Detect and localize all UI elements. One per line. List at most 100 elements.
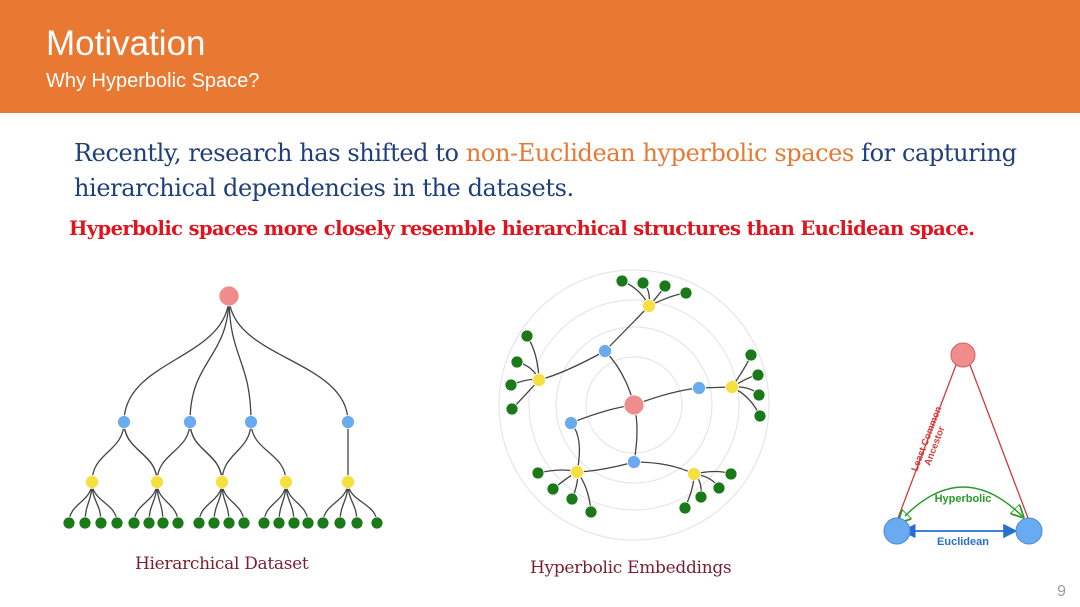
leaf-node [78, 516, 92, 530]
leaf-node [316, 516, 330, 530]
embedded-level2-node [725, 380, 739, 394]
leaf-node [142, 516, 156, 530]
lca-edge-right [969, 364, 1029, 519]
leaf-node [156, 516, 170, 530]
slide-subtitle: Why Hyperbolic Space? [46, 70, 260, 92]
embedded-level1-node [692, 381, 706, 395]
embedded-level1-node [598, 344, 612, 358]
intro-paragraph: Recently, research has shifted to non-Eu… [74, 136, 1034, 206]
embedded-level1-node [627, 455, 641, 469]
embedded-leaf-node [678, 501, 692, 515]
lca-label: Least CommonAncestor [910, 405, 954, 477]
embedded-leaf-node [751, 368, 765, 382]
embedded-root-node [623, 394, 645, 416]
tree-edge [228, 295, 349, 423]
leaf-node [127, 516, 141, 530]
embedding-edge [576, 461, 635, 473]
tree-caption: Hierarchical Dataset [135, 554, 309, 574]
embedded-leaf-node [744, 348, 758, 362]
tree-edge [228, 295, 252, 423]
leaf-node [350, 516, 364, 530]
poincare-ring [498, 269, 770, 541]
embedded-leaf-node [546, 482, 560, 496]
tree-edge [189, 421, 223, 483]
leaf-node [272, 516, 286, 530]
embedded-level2-node [570, 465, 584, 479]
level2-node [150, 475, 164, 489]
embedded-leaf-node [531, 466, 545, 480]
level2-node [215, 475, 229, 489]
level2-node [279, 475, 293, 489]
left-leaf-node [883, 517, 911, 545]
euclidean-label: Euclidean [937, 536, 989, 548]
embedded-leaf-node [615, 274, 629, 288]
leaf-node [222, 516, 236, 530]
tree-edge [123, 295, 230, 423]
embedded-leaf-node [712, 481, 726, 495]
leaf-node [370, 516, 384, 530]
embedded-leaf-node [510, 355, 524, 369]
tree-edge [123, 421, 158, 483]
embedded-leaf-node [658, 279, 672, 293]
slide-title: Motivation [46, 24, 206, 63]
level1-node [341, 415, 355, 429]
poincare-ring [528, 299, 740, 511]
tree-edge [285, 481, 309, 524]
tree-edge [189, 295, 230, 423]
embedded-leaf-node [679, 286, 693, 300]
embedding-edge [570, 422, 581, 473]
key-claim: Hyperbolic spaces more closely resemble … [69, 217, 975, 240]
leaf-node [171, 516, 185, 530]
embedding-caption: Hyperbolic Embeddings [530, 558, 732, 578]
tree-edge [250, 421, 287, 483]
embedded-level2-node [687, 467, 701, 481]
embedded-leaf-node [505, 402, 519, 416]
embedded-leaf-node [504, 378, 518, 392]
level1-node [244, 415, 258, 429]
embedded-level1-node [564, 416, 578, 430]
right-leaf-node [1015, 517, 1043, 545]
lca-edge-left [897, 364, 957, 519]
tree-edge [221, 421, 252, 483]
hierarchy-tree-diagram [62, 285, 384, 530]
poincare-ring [555, 326, 713, 484]
embedded-level2-node [642, 299, 656, 313]
page-number: 9 [1057, 583, 1066, 600]
leaf-node [94, 516, 108, 530]
title-bar: Motivation Why Hyperbolic Space? [0, 0, 1080, 113]
root-node [218, 285, 240, 307]
embedding-edge [604, 305, 650, 352]
leaf-node [110, 516, 124, 530]
ancestor-node [950, 342, 976, 368]
leaf-node [237, 516, 251, 530]
level2-node [85, 475, 99, 489]
embedded-leaf-node [724, 467, 738, 481]
leaf-node [333, 516, 347, 530]
level1-node [117, 415, 131, 429]
hyperbolic-label: Hyperbolic [935, 493, 992, 505]
embedded-leaf-node [520, 329, 534, 343]
hyperbolic-arc [905, 486, 1022, 516]
hyperbolic-embedding-diagram [498, 269, 770, 541]
level2-node [341, 475, 355, 489]
poincare-ring [585, 356, 683, 454]
tree-edge [91, 421, 125, 483]
embedded-leaf-node [636, 276, 650, 290]
intro-text-end: for capturing hierarchical dependencies … [74, 139, 1017, 202]
leaf-node [192, 516, 206, 530]
tree-edge [156, 421, 191, 483]
leaf-node [287, 516, 301, 530]
leaf-node [257, 516, 271, 530]
leaf-node [207, 516, 221, 530]
intro-text-start: Recently, research has shifted to [74, 139, 466, 167]
leaf-node [62, 516, 76, 530]
embedded-leaf-node [752, 388, 766, 402]
tree-edge [91, 481, 118, 524]
leaf-node [301, 516, 315, 530]
embedded-leaf-node [584, 505, 598, 519]
embedded-leaf-node [565, 492, 579, 506]
lca-triangle-diagram: Least CommonAncestor Hyperbolic Euclidea… [883, 342, 1043, 548]
embedded-leaf-node [694, 490, 708, 504]
embedded-leaf-node [753, 409, 767, 423]
